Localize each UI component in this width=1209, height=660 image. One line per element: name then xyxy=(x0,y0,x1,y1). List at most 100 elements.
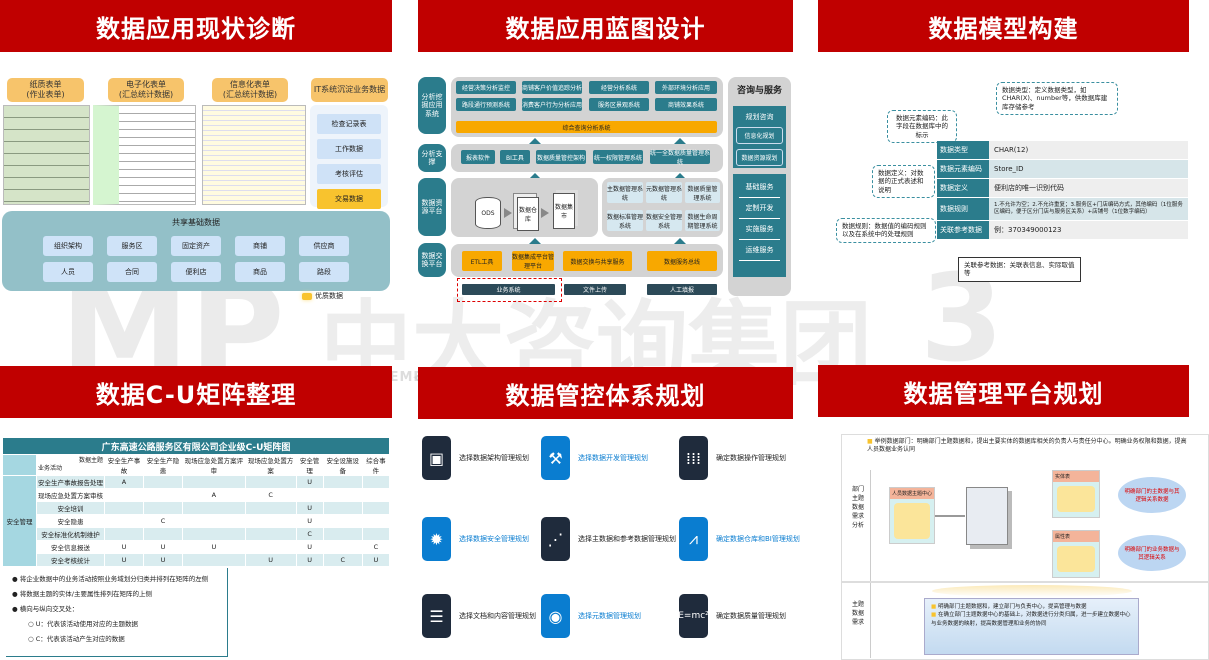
matrix-cell: U xyxy=(295,475,324,489)
service-item: 基础服务 xyxy=(739,182,780,198)
left-label-top: 部门主题数据需求分析 xyxy=(852,486,865,529)
app-item: 商铺效果系统 xyxy=(655,98,717,111)
bubble-1: 明确部门的主数据与其逻辑关系数据 xyxy=(1118,477,1186,513)
model-key: 数据定义 xyxy=(937,179,989,197)
governance-label: 选择数据架构管理规划 xyxy=(459,454,529,462)
matrix-cell xyxy=(182,514,246,528)
app-item: 经营分析系统 xyxy=(589,81,649,94)
matrix-cell: C xyxy=(143,514,184,528)
shared-item: 合同 xyxy=(107,262,157,282)
it-item-assessment: 考核评估 xyxy=(317,164,381,184)
matrix-cell xyxy=(244,475,297,489)
matrix-cell xyxy=(361,501,391,515)
source-item: 业务系统 xyxy=(462,284,555,295)
document-icon: ☰ xyxy=(422,594,451,638)
matrix-cell: C xyxy=(361,540,391,554)
corner-activity-label: 业务活动 xyxy=(38,465,63,472)
divider xyxy=(870,470,871,658)
resource-system: 数据质量管理系统 xyxy=(685,182,720,203)
activity: 安全生产事故报告处理 xyxy=(36,475,105,489)
banner-data-model: 数据模型构建 xyxy=(818,0,1189,52)
shared-item: 组织架构 xyxy=(43,236,93,256)
activity: 安全考核统计 xyxy=(36,553,105,567)
model-key: 数据规则 xyxy=(937,198,989,220)
matrix-cell: U xyxy=(244,553,297,567)
service-item: 定制开发 xyxy=(739,203,780,219)
left-label-bottom: 主题数据需求 xyxy=(852,601,865,626)
callout-data-type: 数据类型：定义数据类型，如CHAR(X)、number等，供数据库建库存储参考 xyxy=(996,82,1118,116)
model-row: 数据类型 CHAR(12) xyxy=(937,141,1188,159)
note-item: ● 将企业数据中的业务活动按照业务域划分归类并排列在矩阵的左侧 xyxy=(12,575,209,583)
lightbulb-icon: ✹ xyxy=(422,517,451,561)
column-header: 综合事件 xyxy=(361,454,391,476)
src-box-title: 人员数据主题中心 xyxy=(890,488,934,499)
matrix-cell xyxy=(244,501,297,515)
layer-resource-platform: 数据资源平台 xyxy=(418,178,446,236)
line-chart-icon: ⩘ xyxy=(679,517,708,561)
layer-exchange-platform: 数据交换平台 xyxy=(418,243,446,277)
matrix-cell xyxy=(322,501,363,515)
target-box-2: 属性表 xyxy=(1052,530,1100,578)
governance-label: 确定数据操作管理规划 xyxy=(716,454,786,462)
matrix-cell xyxy=(244,540,297,554)
legend-label: 优质数据 xyxy=(315,292,343,300)
matrix-cell: U xyxy=(143,553,184,567)
matrix-cell: A xyxy=(103,475,145,489)
matrix-cell xyxy=(244,527,297,541)
exchange-item: 数据服务总线 xyxy=(647,251,717,271)
legend-swatch xyxy=(302,292,312,300)
banner-blueprint-design: 数据应用蓝图设计 xyxy=(418,0,793,52)
source-highlight-box xyxy=(457,278,562,302)
abacus-icon: ⁞⁞⁞ xyxy=(679,436,708,480)
sub-note-item: ○ C：代表该活动产生对应的数据 xyxy=(28,635,125,643)
note-item: ● 横向与纵向交叉处： xyxy=(12,605,79,613)
matrix-cell xyxy=(182,501,246,515)
governance-item: ▣ 选择数据架构管理规划 xyxy=(422,436,529,480)
mart-label: 数据集市 xyxy=(554,204,573,220)
matrix-cell xyxy=(143,488,184,502)
service-item: 数据资源规划 xyxy=(736,149,783,166)
matrix-cell: U xyxy=(295,501,324,515)
banner-status-diagnosis: 数据应用现状诊断 xyxy=(0,0,392,52)
service-item: 规划咨询 xyxy=(745,113,774,121)
service-item: 运维服务 xyxy=(739,245,780,261)
ods-cylinder: ODS xyxy=(475,197,501,229)
matrix-cell xyxy=(361,475,391,489)
header-electronic-form: 电子化表单 (汇总统计数据) xyxy=(108,78,184,102)
matrix-cell: C xyxy=(295,527,324,541)
governance-item: ⩘确定数据仓库和BI管理规划 xyxy=(679,517,800,561)
service-group-delivery: 基础服务 定制开发 实施服务 运维服务 xyxy=(733,174,786,277)
note-item: ● 将数据主题的实体/主要属性排列在矩阵的上侧 xyxy=(12,590,152,598)
paper-form-image xyxy=(3,105,90,205)
sub-note-item: ○ U：代表该活动使用对应的主题数据 xyxy=(28,620,139,628)
cube-icon: ▣ xyxy=(422,436,451,480)
exchange-item: 数据集成平台管理平台 xyxy=(512,251,554,271)
matrix-cell xyxy=(143,475,184,489)
matrix-cell: A xyxy=(182,488,246,502)
matrix-cell xyxy=(103,501,145,515)
service-item: 信息化规划 xyxy=(736,127,783,144)
matrix-cell: C xyxy=(244,488,297,502)
hammer-icon: ⚒ xyxy=(541,436,570,480)
activity: 安全标准化机制维护 xyxy=(36,527,105,541)
column-header: 安全设施设备 xyxy=(322,454,363,476)
exchange-item: ETL工具 xyxy=(462,251,502,271)
governance-item: ⋰选择主数据和参考数据管理规划 xyxy=(541,517,676,561)
mart-cube: 数据集市 xyxy=(553,193,575,229)
shared-item: 路段 xyxy=(299,262,349,282)
governance-label: 选择元数据管理规划 xyxy=(578,612,641,620)
matrix-cell: U xyxy=(361,553,391,567)
it-system-data-list: 检查记录表 工作数据 考核评估 交易数据 xyxy=(310,105,388,209)
src-box: 人员数据主题中心 xyxy=(889,487,935,544)
resource-system: 数据标准管理系统 xyxy=(607,210,643,231)
consulting-service-column: 咨询与服务 规划咨询 信息化规划 数据资源规划 基础服务 定制开发 实施服务 运… xyxy=(728,77,791,296)
matrix-cell: U xyxy=(295,540,324,554)
model-value: CHAR(12) xyxy=(994,146,1029,154)
resource-system: 数据安全管理系统 xyxy=(646,210,682,231)
model-key: 数据类型 xyxy=(937,141,989,159)
top-note: ■ 举例数据部门：明确部门主题数据和，提出主要实体的数据库相关的负责人与责任分中… xyxy=(867,438,1187,454)
arrow-right-icon xyxy=(504,208,512,218)
matrix-cell: C xyxy=(322,553,363,567)
header-it-form: 信息化表单 (汇总统计数据) xyxy=(212,78,288,102)
